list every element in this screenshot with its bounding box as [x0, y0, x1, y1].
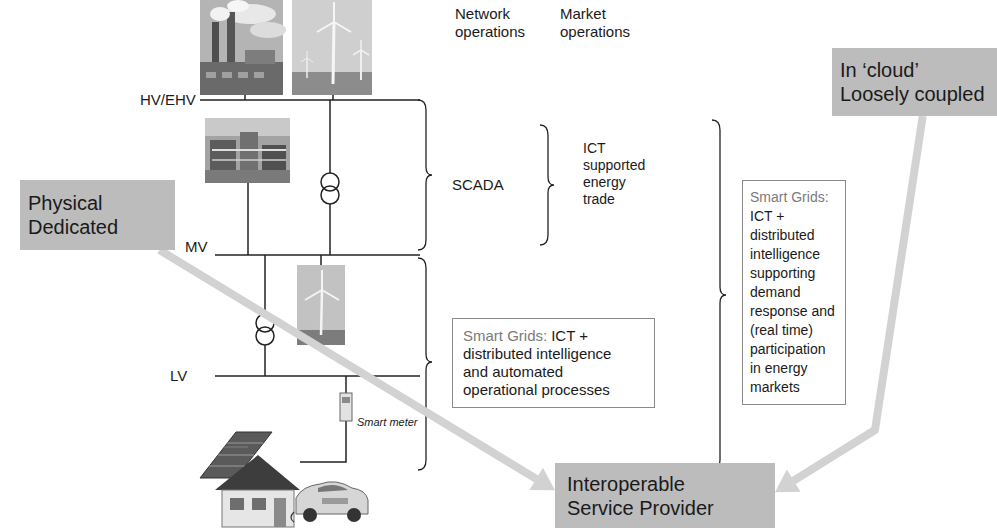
callout-box: Interoperable Service Provider — [555, 463, 775, 528]
device-label: Smart meter — [357, 416, 418, 429]
smart-meter-icon — [340, 393, 352, 421]
box-text: Physical Dedicated — [28, 191, 167, 239]
column-header: Market operations — [560, 5, 635, 41]
electric-car-picture — [291, 482, 368, 522]
power-plant-picture — [200, 0, 286, 95]
voltage-level-label: HV/EHV — [140, 91, 196, 109]
callout-box: Physical Dedicated — [20, 180, 175, 250]
box-body: ICT + distributed intelligence supportin… — [750, 208, 835, 395]
voltage-level-label: MV — [185, 238, 208, 256]
smart-meter-display — [342, 397, 350, 403]
column-header: Network operations — [455, 5, 535, 41]
box-text: Interoperable Service Provider — [567, 472, 725, 520]
arrow-head — [529, 468, 555, 491]
industrial-plant-picture — [205, 118, 290, 183]
description-box: Smart Grids:ICT + distributed intelligen… — [742, 180, 846, 405]
curly-braces — [418, 100, 726, 470]
box-heading: Smart Grids: — [463, 327, 547, 345]
description-box: Smart Grids:ICT + distributed intelligen… — [452, 318, 655, 408]
house-picture — [200, 432, 300, 527]
system-label: SCADA — [452, 176, 504, 194]
voltage-level-label: LV — [170, 367, 187, 385]
network-wires — [200, 95, 420, 462]
box-text: In ‘cloud’ Loosely coupled — [840, 58, 988, 106]
callout-box: In ‘cloud’ Loosely coupled — [832, 48, 997, 116]
wind-turbine-picture — [297, 265, 345, 345]
box-heading: Smart Grids: — [750, 188, 829, 207]
arrow-head — [775, 470, 801, 493]
function-label: ICT supported energy trade — [583, 140, 655, 208]
offshore-wind-picture — [292, 0, 372, 95]
